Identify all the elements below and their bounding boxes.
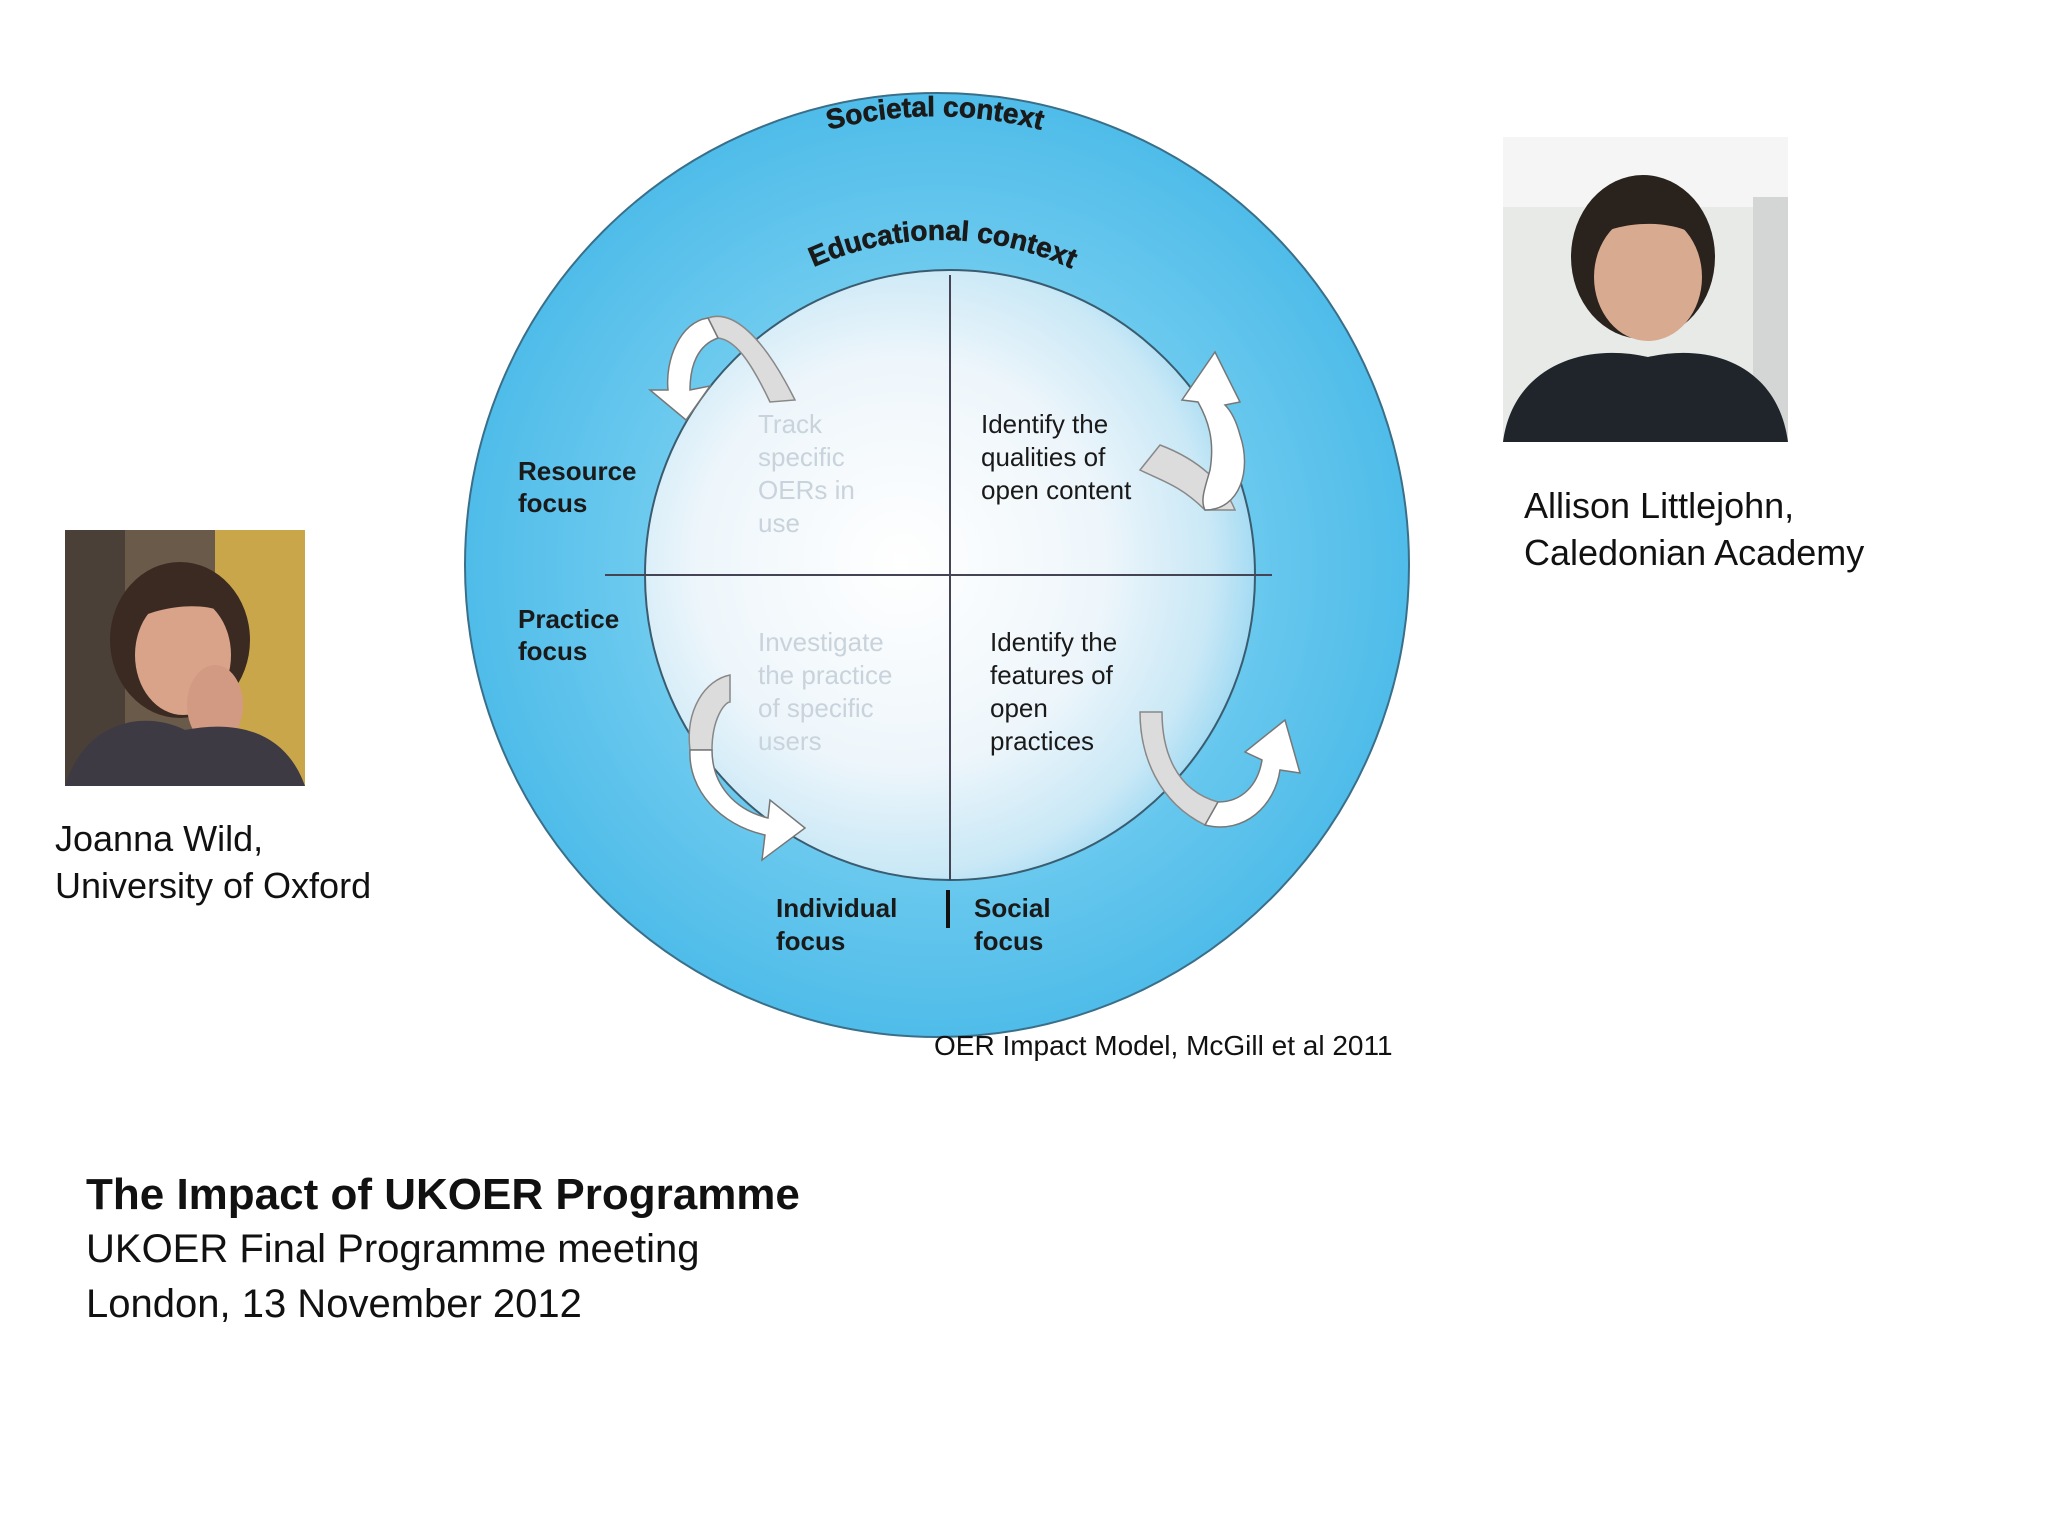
- svg-text:Identify the: Identify the: [990, 627, 1117, 657]
- allison-caption: Allison Littlejohn, Caledonian Academy: [1524, 482, 1864, 576]
- person-affiliation: University of Oxford: [55, 862, 371, 909]
- svg-text:specific: specific: [758, 442, 845, 472]
- svg-text:focus: focus: [518, 636, 587, 666]
- diagram-source-caption: OER Impact Model, McGill et al 2011: [934, 1030, 1393, 1062]
- event-name: UKOER Final Programme meeting: [86, 1222, 800, 1277]
- event-location-date: London, 13 November 2012: [86, 1277, 800, 1332]
- svg-text:Investigate: Investigate: [758, 627, 884, 657]
- svg-text:qualities of: qualities of: [981, 442, 1106, 472]
- presentation-title: The Impact of UKOER Programme: [86, 1170, 800, 1220]
- title-block: The Impact of UKOER Programme UKOER Fina…: [86, 1170, 800, 1332]
- svg-text:of specific: of specific: [758, 693, 874, 723]
- joanna-wild-photo: [65, 530, 305, 786]
- svg-text:practices: practices: [990, 726, 1094, 756]
- svg-text:Social: Social: [974, 893, 1051, 923]
- svg-text:Identify the: Identify the: [981, 409, 1108, 439]
- svg-text:features of: features of: [990, 660, 1114, 690]
- svg-text:use: use: [758, 508, 800, 538]
- svg-text:focus: focus: [974, 926, 1043, 956]
- person-affiliation: Caledonian Academy: [1524, 529, 1864, 576]
- svg-text:focus: focus: [776, 926, 845, 956]
- svg-text:users: users: [758, 726, 822, 756]
- joanna-caption: Joanna Wild, University of Oxford: [55, 815, 371, 909]
- svg-text:OERs in: OERs in: [758, 475, 855, 505]
- svg-text:open: open: [990, 693, 1048, 723]
- person-name: Joanna Wild,: [55, 815, 371, 862]
- allison-littlejohn-photo: [1503, 137, 1788, 442]
- oer-impact-model-diagram: Societal context Educational context Res…: [440, 90, 1420, 1050]
- svg-text:open content: open content: [981, 475, 1132, 505]
- svg-text:Individual: Individual: [776, 893, 897, 923]
- svg-text:the practice: the practice: [758, 660, 892, 690]
- svg-text:Resource: Resource: [518, 456, 637, 486]
- svg-text:focus: focus: [518, 488, 587, 518]
- svg-text:Practice: Practice: [518, 604, 619, 634]
- person-name: Allison Littlejohn,: [1524, 482, 1864, 529]
- svg-text:Track: Track: [758, 409, 823, 439]
